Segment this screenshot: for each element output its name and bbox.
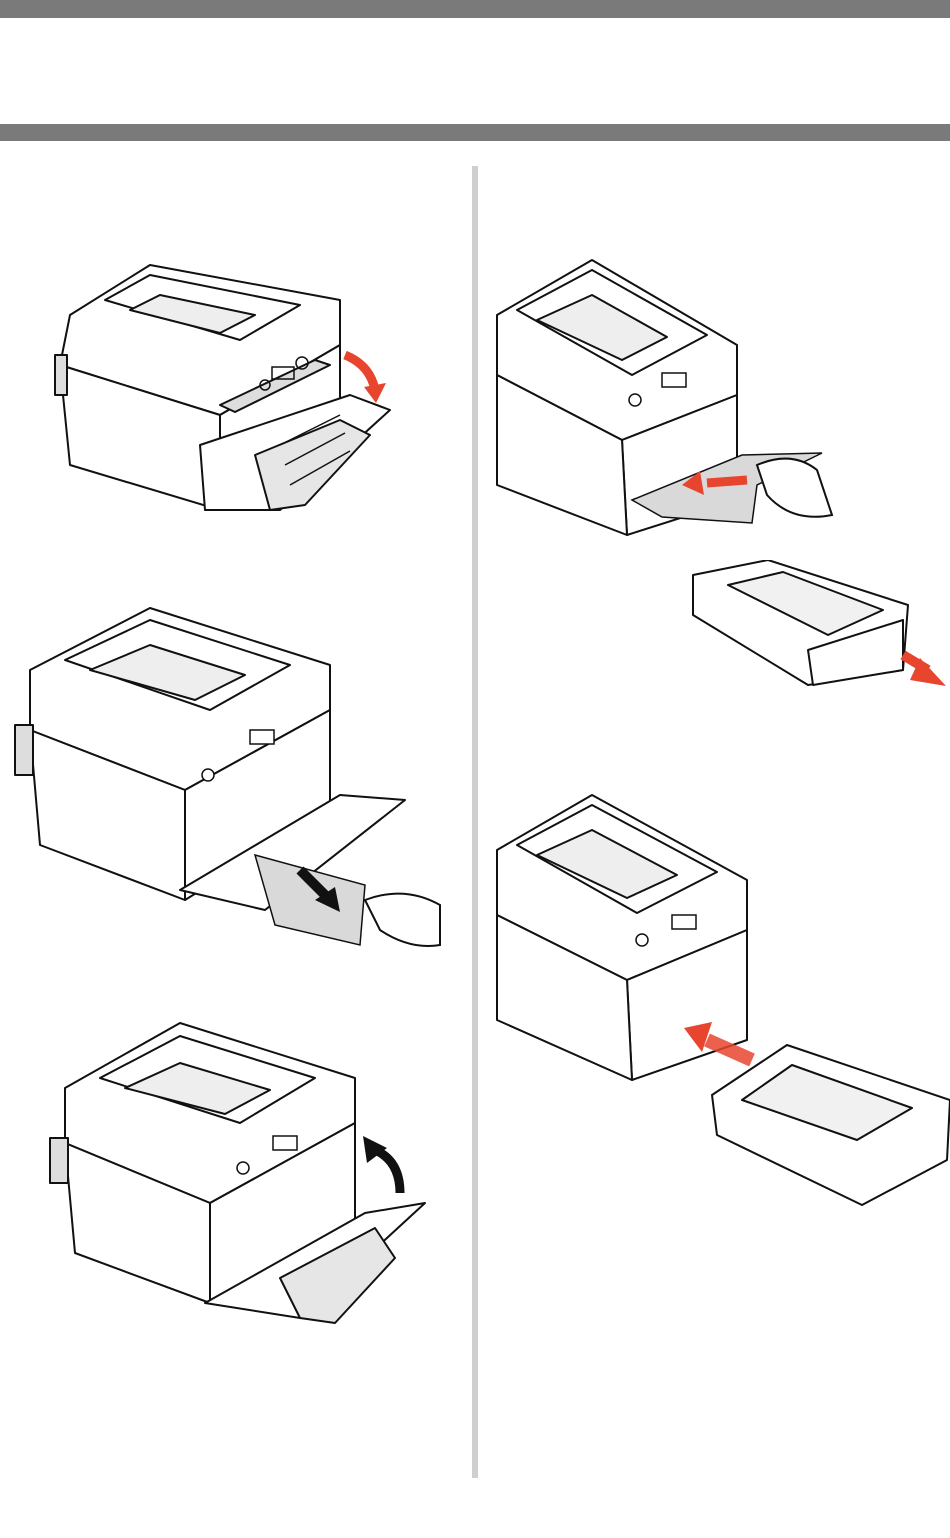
top-header-bar	[0, 0, 950, 18]
figure-remove-paper-tray	[688, 560, 950, 692]
red-arrow-down-icon	[345, 355, 375, 390]
section-header-bar	[0, 124, 950, 141]
figure-close-front-tray	[45, 1018, 435, 1358]
paper-tray-illustration	[688, 560, 950, 692]
printer-illustration	[40, 255, 410, 550]
printer-illustration	[492, 790, 950, 1210]
printer-illustration	[10, 600, 450, 965]
printer-illustration	[45, 1018, 435, 1358]
figure-remove-jammed-paper-front	[10, 600, 450, 965]
column-divider	[472, 166, 478, 1478]
figure-open-multipurpose-tray	[40, 255, 410, 550]
red-arrow-up-left-icon	[707, 1040, 752, 1060]
printer-illustration	[492, 255, 842, 540]
figure-pull-paper-from-tray-slot	[492, 255, 842, 540]
red-arrow-left-icon	[707, 480, 747, 483]
figure-insert-paper-tray	[492, 790, 950, 1210]
